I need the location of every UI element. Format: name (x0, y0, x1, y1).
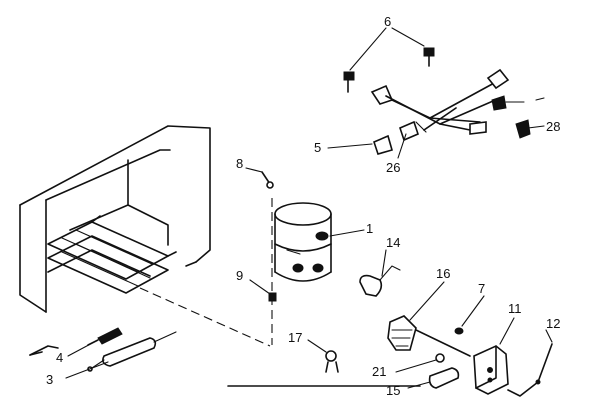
label-part-9: 9 (236, 268, 243, 283)
label-part-17: 21 (372, 364, 386, 379)
wiring-harness (370, 68, 510, 142)
part-28-tick (535, 97, 545, 101)
label-part-26: 26 (386, 160, 400, 175)
part-15-capacitor (428, 367, 460, 389)
label-part-6: 6 (384, 14, 391, 29)
part-28-clip (515, 119, 531, 139)
part-16-wire (379, 265, 401, 281)
label-part-11: 11 (508, 301, 522, 316)
part-6-screws (343, 47, 435, 93)
cabinet (19, 125, 211, 313)
part-3-drier (87, 331, 177, 372)
part-12-wire (507, 343, 553, 397)
part-11-cover (473, 345, 509, 395)
leader-dashed-21 (139, 287, 271, 347)
label-part-12: 12 (546, 316, 560, 331)
part-17-grommet (435, 353, 445, 363)
evaporator-coil (47, 215, 177, 294)
part-8-end (266, 181, 274, 189)
label-part-14: 16 (436, 266, 450, 281)
label-part-21: 17 (288, 330, 302, 345)
part-14-relay (387, 315, 471, 357)
leader-lines (65, 27, 553, 389)
label-part-28: 28 (546, 119, 560, 134)
part-16-cover (359, 274, 383, 297)
part-7-screw (454, 327, 464, 335)
label-part-5: 5 (314, 140, 321, 155)
label-part-8: 8 (236, 156, 243, 171)
label-part-16: 14 (386, 235, 400, 250)
tube-end-tip (29, 351, 43, 356)
label-part-4: 4 (56, 350, 63, 365)
part-5-connector (373, 134, 393, 155)
label-part-3: 3 (46, 372, 53, 387)
part-12-end (535, 379, 541, 385)
compressor (274, 202, 332, 282)
tube-end (29, 345, 59, 356)
label-part-15: 15 (386, 383, 400, 398)
part-21-bolt (325, 350, 339, 373)
part-28-grommet (491, 95, 507, 111)
label-part-1: 1 (366, 221, 373, 236)
part-9-grommet (268, 292, 277, 302)
label-part-7: 7 (478, 281, 485, 296)
